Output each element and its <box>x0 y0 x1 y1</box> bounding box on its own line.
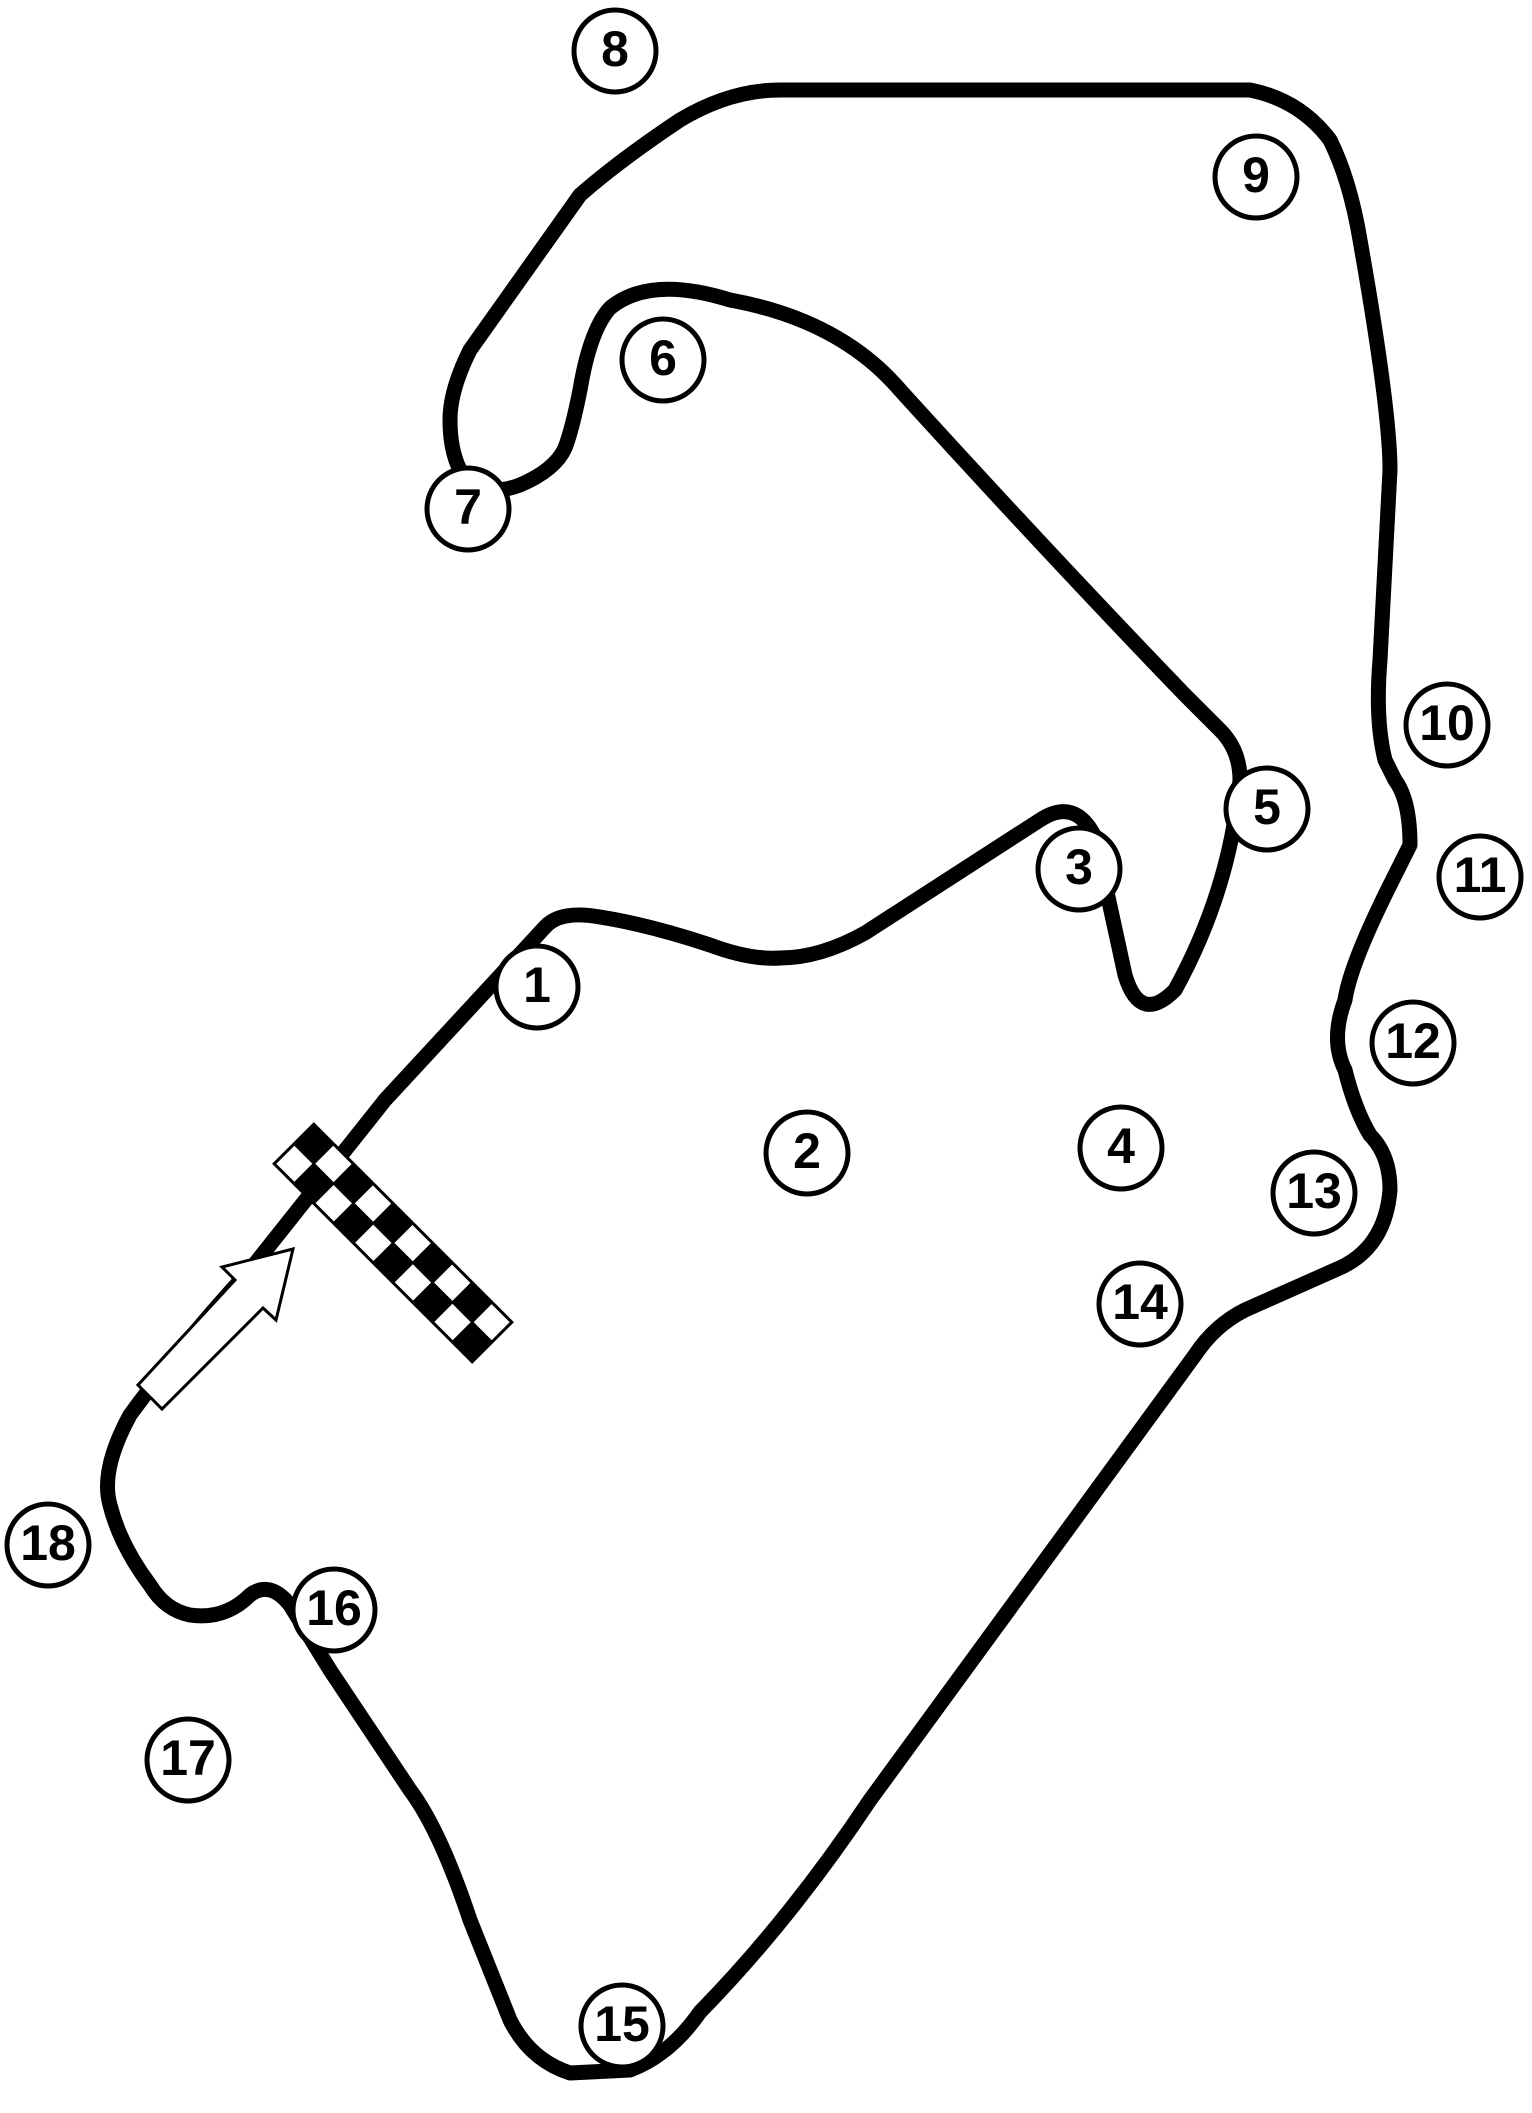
turn-marker-1: 1 <box>493 943 581 1031</box>
turn-marker-4: 4 <box>1077 1104 1165 1192</box>
direction-arrow-icon <box>135 1246 296 1412</box>
turn-markers: 1 2 3 4 5 6 7 8 <box>4 7 1524 2070</box>
turn-number-4: 4 <box>1107 1118 1135 1174</box>
turn-marker-10: 10 <box>1403 681 1491 769</box>
turn-number-17: 17 <box>160 1730 216 1786</box>
turn-marker-11: 11 <box>1436 833 1524 921</box>
turn-marker-8: 8 <box>571 7 659 95</box>
turn-number-12: 12 <box>1385 1013 1441 1069</box>
flag-border <box>272 1122 514 1364</box>
turn-number-13: 13 <box>1286 1163 1342 1219</box>
turn-number-3: 3 <box>1065 839 1093 895</box>
turn-number-14: 14 <box>1112 1274 1168 1330</box>
turn-number-16: 16 <box>306 1580 362 1636</box>
turn-marker-13: 13 <box>1270 1149 1358 1237</box>
turn-number-6: 6 <box>649 330 677 386</box>
turn-marker-15: 15 <box>578 1982 666 2070</box>
turn-marker-9: 9 <box>1212 133 1300 221</box>
turn-marker-2: 2 <box>763 1109 851 1197</box>
turn-number-11: 11 <box>1454 847 1507 903</box>
turn-number-7: 7 <box>454 479 482 535</box>
turn-number-18: 18 <box>20 1515 76 1571</box>
turn-marker-18: 18 <box>4 1501 92 1589</box>
turn-number-15: 15 <box>594 1996 650 2052</box>
turn-marker-6: 6 <box>619 316 707 404</box>
turn-number-10: 10 <box>1419 695 1475 751</box>
turn-marker-17: 17 <box>144 1716 232 1804</box>
turn-number-1: 1 <box>523 957 551 1013</box>
checkered-flag-icon <box>272 1122 514 1364</box>
turn-marker-12: 12 <box>1369 999 1457 1087</box>
turn-marker-5: 5 <box>1223 765 1311 853</box>
turn-marker-16: 16 <box>290 1566 378 1654</box>
track-outline <box>100 82 1418 2081</box>
turn-number-8: 8 <box>601 21 629 77</box>
turn-number-5: 5 <box>1253 779 1281 835</box>
turn-marker-7: 7 <box>424 465 512 553</box>
turn-number-9: 9 <box>1242 147 1270 203</box>
turn-number-2: 2 <box>793 1123 821 1179</box>
turn-marker-14: 14 <box>1096 1260 1184 1348</box>
turn-marker-3: 3 <box>1035 825 1123 913</box>
